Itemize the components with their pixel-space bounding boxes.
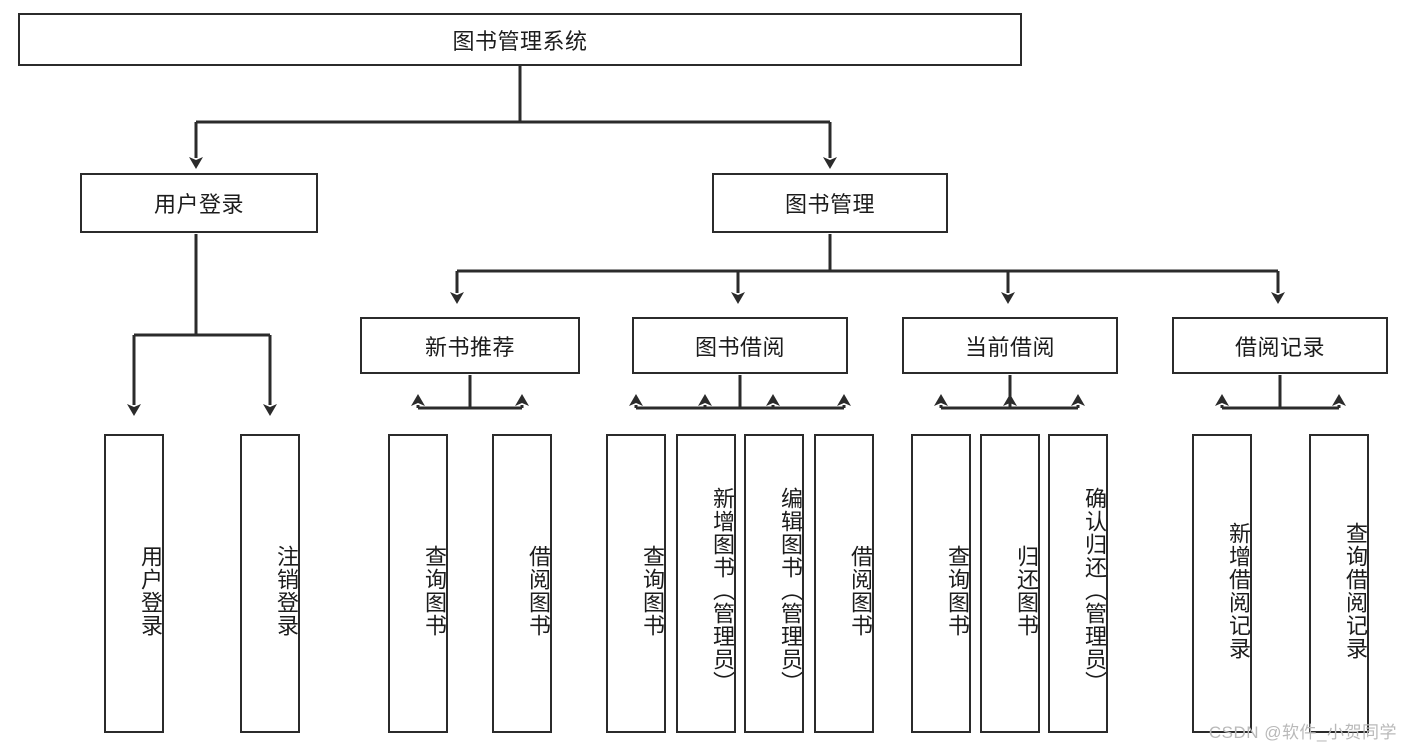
node-new-book-recommend[interactable]: 新书推荐 xyxy=(360,317,580,374)
leaf-user-login-logout[interactable]: 注销登录 xyxy=(240,434,300,733)
node-label: 查询借阅记录 xyxy=(1343,521,1368,660)
node-user-login[interactable]: 用户登录 xyxy=(80,173,318,233)
node-label: 编辑图书（管理员） xyxy=(778,487,803,694)
node-label: 当前借阅 xyxy=(964,334,1055,360)
leaf-current-borrow-return-book[interactable]: 归还图书 xyxy=(980,434,1040,733)
leaf-new-book-query-book[interactable]: 查询图书 xyxy=(388,434,448,733)
leaf-borrow-record-query-record[interactable]: 查询借阅记录 xyxy=(1309,434,1369,733)
node-label: 借阅图书 xyxy=(848,544,873,637)
leaf-new-book-borrow-book[interactable]: 借阅图书 xyxy=(492,434,552,733)
node-borrow-record[interactable]: 借阅记录 xyxy=(1172,317,1388,374)
node-label: 确认归还（管理员） xyxy=(1082,487,1107,694)
node-label: 新书推荐 xyxy=(424,334,515,360)
node-label: 归还图书 xyxy=(1014,544,1039,637)
leaf-user-login-login[interactable]: 用户登录 xyxy=(104,434,164,733)
leaf-borrow-record-add-record[interactable]: 新增借阅记录 xyxy=(1192,434,1252,733)
node-label: 用户登录 xyxy=(138,544,163,637)
leaf-current-borrow-query-book[interactable]: 查询图书 xyxy=(911,434,971,733)
watermark: CSDN @软件_小贺同学 xyxy=(1208,723,1397,742)
node-label: 借阅记录 xyxy=(1234,334,1325,360)
leaf-book-borrow-edit-book-admin[interactable]: 编辑图书（管理员） xyxy=(744,434,804,733)
node-label: 借阅图书 xyxy=(526,544,551,637)
node-label: 查询图书 xyxy=(422,544,447,637)
node-label: 图书借阅 xyxy=(694,334,785,360)
node-book-management[interactable]: 图书管理 xyxy=(712,173,948,233)
node-label: 新增借阅记录 xyxy=(1226,521,1251,660)
node-label: 注销登录 xyxy=(274,544,299,637)
node-label: 图书管理 xyxy=(784,192,875,217)
node-label: 查询图书 xyxy=(945,544,970,637)
leaf-book-borrow-query-book[interactable]: 查询图书 xyxy=(606,434,666,733)
leaf-book-borrow-add-book-admin[interactable]: 新增图书（管理员） xyxy=(676,434,736,733)
node-label: 图书管理系统 xyxy=(452,28,588,54)
node-label: 用户登录 xyxy=(153,192,244,217)
node-root-book-management-system[interactable]: 图书管理系统 xyxy=(18,13,1022,66)
node-current-borrow[interactable]: 当前借阅 xyxy=(902,317,1118,374)
node-label: 查询图书 xyxy=(640,544,665,637)
node-label: 新增图书（管理员） xyxy=(710,487,735,694)
leaf-current-borrow-confirm-return-admin[interactable]: 确认归还（管理员） xyxy=(1048,434,1108,733)
node-book-borrow[interactable]: 图书借阅 xyxy=(632,317,848,374)
leaf-book-borrow-borrow-book[interactable]: 借阅图书 xyxy=(814,434,874,733)
